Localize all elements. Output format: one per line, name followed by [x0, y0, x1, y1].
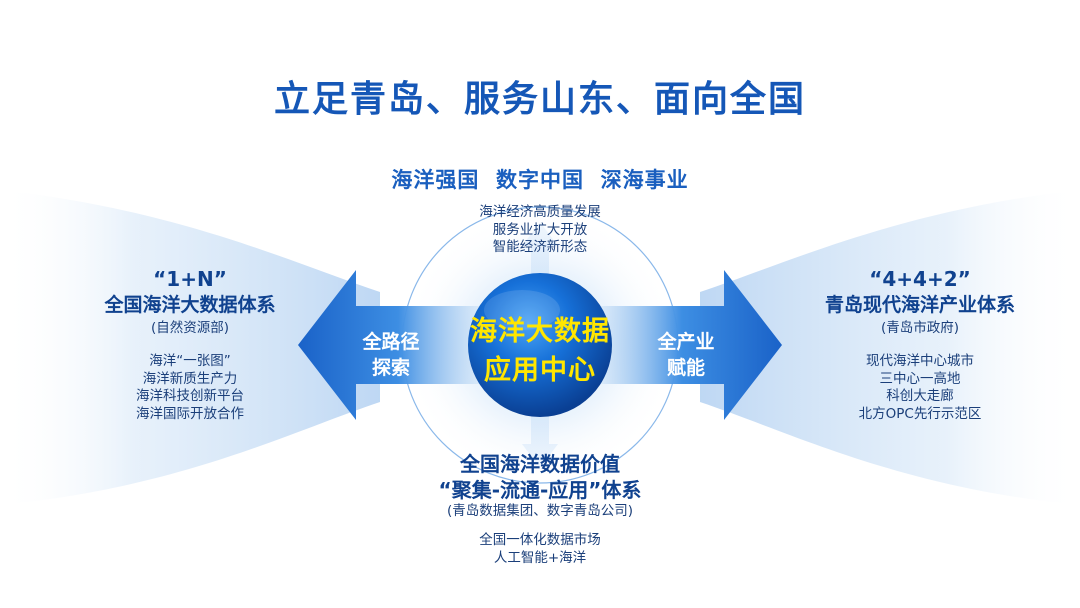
- left-item: 海洋科技创新平台: [136, 388, 244, 404]
- bottom-heading-line: “聚集-流通-应用”体系: [438, 478, 642, 502]
- left-fan-wing: [0, 190, 380, 505]
- right-arrow-line: 赋能: [666, 357, 705, 379]
- top-line: 海洋经济高质量发展: [479, 204, 601, 220]
- bottom-item: 人工智能+海洋: [493, 549, 587, 566]
- top-lines: 海洋经济高质量发展 服务业扩大开放 智能经济新形态: [0, 204, 1080, 257]
- right-item: 北方OPC先行示范区: [858, 405, 982, 422]
- left-arrow-line: 全路径: [362, 331, 420, 353]
- bottom-item: 全国一体化数据市场: [479, 532, 601, 548]
- center-sphere: [468, 273, 612, 417]
- bottom-items: 全国一体化数据市场 人工智能+海洋: [0, 532, 1080, 567]
- right-sub: (青岛市政府): [880, 320, 960, 336]
- center-line: 海洋大数据: [470, 316, 610, 347]
- left-arrow-line: 探索: [371, 357, 410, 379]
- left-quote: “1+N”: [153, 267, 227, 291]
- bottom-sub: (青岛数据集团、数字青岛公司): [446, 503, 634, 519]
- right-quote: “4+4+2”: [869, 267, 971, 291]
- right-item: 现代海洋中心城市: [866, 353, 974, 369]
- left-item: 海洋新质生产力: [142, 370, 238, 387]
- left-title: “1+N” 全国海洋大数据体系: [75, 266, 305, 318]
- right-block: “4+4+2” 青岛现代海洋产业体系 (青岛市政府): [805, 266, 1035, 338]
- left-item: 海洋“一张图”: [149, 353, 231, 369]
- bottom-heading: 全国海洋数据价值 “聚集-流通-应用”体系: [0, 451, 1080, 503]
- right-heading: 青岛现代海洋产业体系: [824, 294, 1015, 316]
- right-title: “4+4+2” 青岛现代海洋产业体系: [805, 266, 1035, 318]
- page-title: 立足青岛、服务山东、面向全国: [273, 79, 806, 120]
- top-line: 智能经济新形态: [492, 239, 588, 255]
- right-items: 现代海洋中心城市 三中心一高地 科创大走廊 北方OPC先行示范区: [805, 353, 1035, 423]
- sphere-highlight: [484, 290, 560, 330]
- left-arrow: [298, 270, 480, 420]
- top-line: 服务业扩大开放: [492, 221, 588, 238]
- right-item: 科创大走廊: [886, 388, 954, 404]
- right-arrow-label: 全产业 赋能: [641, 329, 731, 381]
- left-heading: 全国海洋大数据体系: [104, 294, 276, 316]
- center-label: 海洋大数据 应用中心: [440, 312, 640, 390]
- right-item: 三中心一高地: [879, 370, 961, 387]
- top-heading: 海洋强国 数字中国 深海事业: [391, 168, 689, 192]
- left-arrow-label: 全路径 探索: [346, 329, 436, 381]
- right-fan-wing: [700, 190, 1080, 505]
- left-item: 海洋国际开放合作: [136, 405, 244, 422]
- left-block: “1+N” 全国海洋大数据体系 (自然资源部): [75, 266, 305, 338]
- left-sub: (自然资源部): [150, 320, 230, 336]
- left-items: 海洋“一张图” 海洋新质生产力 海洋科技创新平台 海洋国际开放合作: [75, 353, 305, 423]
- right-arrow: [600, 270, 782, 420]
- center-line: 应用中心: [484, 355, 596, 386]
- bottom-heading-line: 全国海洋数据价值: [460, 452, 620, 476]
- right-arrow-line: 全产业: [657, 331, 715, 353]
